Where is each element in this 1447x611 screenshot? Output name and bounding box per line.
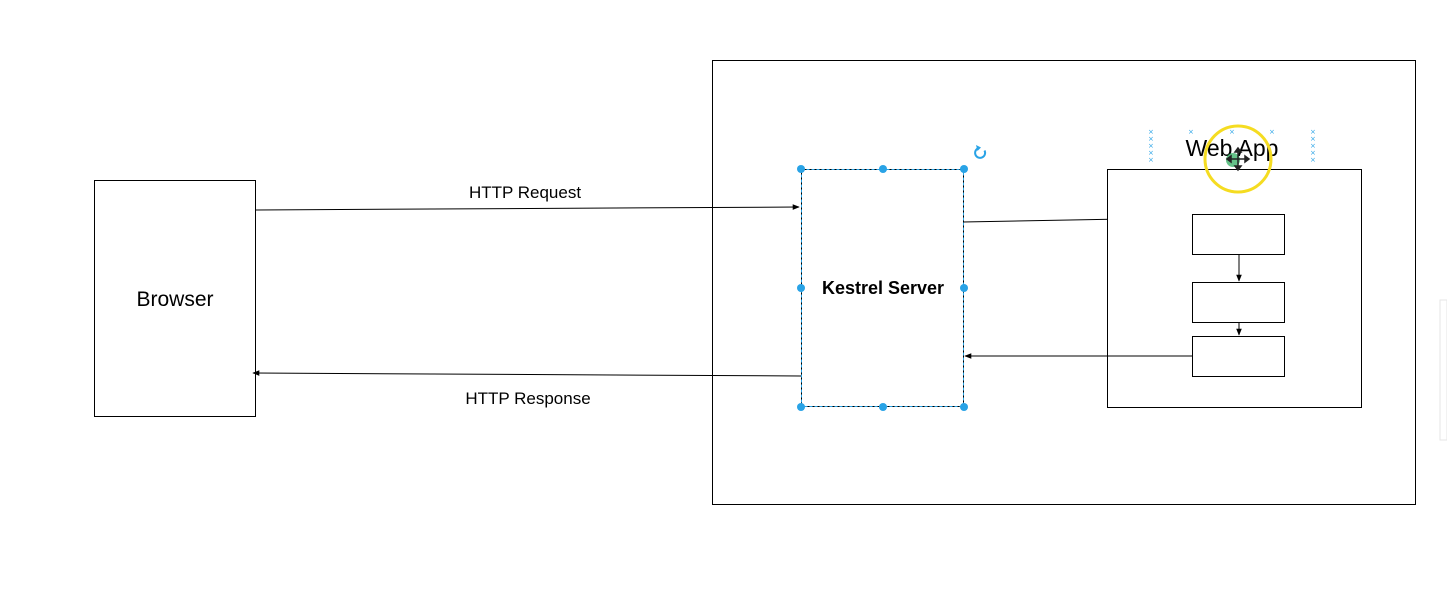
selection-handles[interactable] bbox=[797, 165, 968, 411]
http-request-label: HTTP Request bbox=[469, 183, 581, 202]
rotate-handle-icon[interactable] bbox=[974, 145, 987, 159]
resize-handle-bottom-left[interactable] bbox=[797, 403, 805, 411]
svg-text:×: × bbox=[1148, 135, 1154, 143]
resize-handle-bottom-right[interactable] bbox=[960, 403, 968, 411]
http-request-arrow[interactable] bbox=[255, 204, 800, 211]
browser-label: Browser bbox=[136, 288, 213, 311]
svg-text:×: × bbox=[1148, 128, 1154, 136]
webapp-component-box-3[interactable] bbox=[1192, 336, 1285, 377]
vertical-scrollbar[interactable] bbox=[1439, 299, 1447, 441]
svg-text:×: × bbox=[1148, 156, 1154, 164]
svg-text:×: × bbox=[1310, 142, 1316, 150]
svg-text:×: × bbox=[1229, 128, 1235, 136]
browser-box[interactable] bbox=[94, 180, 256, 417]
svg-text:×: × bbox=[1310, 149, 1316, 157]
resize-handle-right[interactable] bbox=[960, 284, 968, 292]
cursor-highlight-ring bbox=[1203, 124, 1273, 194]
resize-handle-top[interactable] bbox=[879, 165, 887, 173]
svg-text:×: × bbox=[1148, 142, 1154, 150]
svg-text:×: × bbox=[1310, 135, 1316, 143]
resize-handle-left[interactable] bbox=[797, 284, 805, 292]
resize-handle-bottom[interactable] bbox=[879, 403, 887, 411]
webapp-component-box-1[interactable] bbox=[1192, 214, 1285, 255]
kestrel-server-node[interactable]: Kestrel Server bbox=[801, 169, 964, 407]
http-response-label: HTTP Response bbox=[465, 389, 590, 408]
kestrel-server-box[interactable] bbox=[801, 169, 964, 407]
svg-text:×: × bbox=[1269, 128, 1275, 136]
browser-node[interactable]: Browser bbox=[94, 180, 256, 417]
resize-handle-top-right[interactable] bbox=[960, 165, 968, 173]
svg-text:×: × bbox=[1310, 156, 1316, 164]
svg-text:×: × bbox=[1310, 128, 1316, 136]
connection-point-icon: ××××× × × × ××××× bbox=[1148, 128, 1316, 164]
kestrel-server-label: Kestrel Server bbox=[822, 278, 944, 298]
move-cursor-icon bbox=[1225, 146, 1251, 172]
http-response-arrow[interactable] bbox=[252, 370, 802, 377]
svg-text:×: × bbox=[1188, 128, 1194, 136]
svg-text:×: × bbox=[1148, 149, 1154, 157]
webapp-component-box-2[interactable] bbox=[1192, 282, 1285, 323]
server-container-box[interactable] bbox=[712, 60, 1416, 505]
resize-handle-top-left[interactable] bbox=[797, 165, 805, 173]
